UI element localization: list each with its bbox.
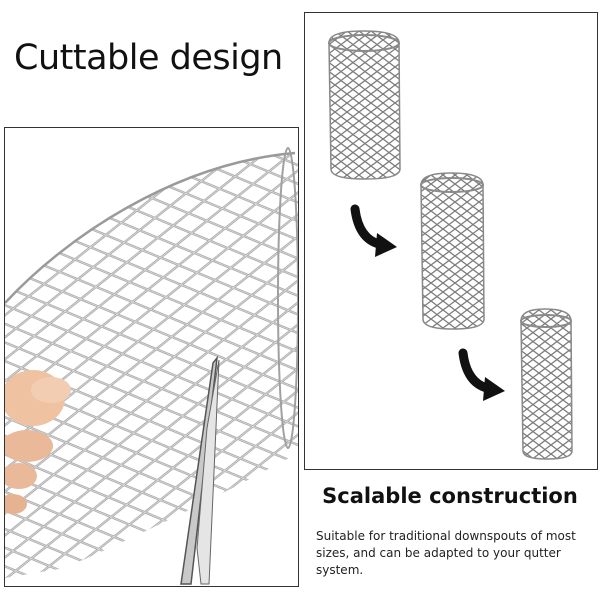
- filter-medium: [420, 172, 485, 330]
- cut-photo-panel: [4, 127, 299, 587]
- construction-title: Scalable construction: [322, 484, 578, 508]
- scalable-panel: [304, 12, 598, 470]
- construction-description: Suitable for traditional downspouts of m…: [316, 529, 576, 577]
- curved-arrow-icon: [350, 204, 397, 257]
- cut-photo: [5, 128, 298, 586]
- headline: Cuttable design: [14, 38, 283, 78]
- scaling-illustration: [328, 30, 573, 460]
- filter-large: [328, 30, 401, 180]
- filter-small: [520, 308, 573, 460]
- curved-arrow-icon: [458, 348, 505, 401]
- hand: [5, 370, 71, 514]
- scissors: [180, 355, 220, 585]
